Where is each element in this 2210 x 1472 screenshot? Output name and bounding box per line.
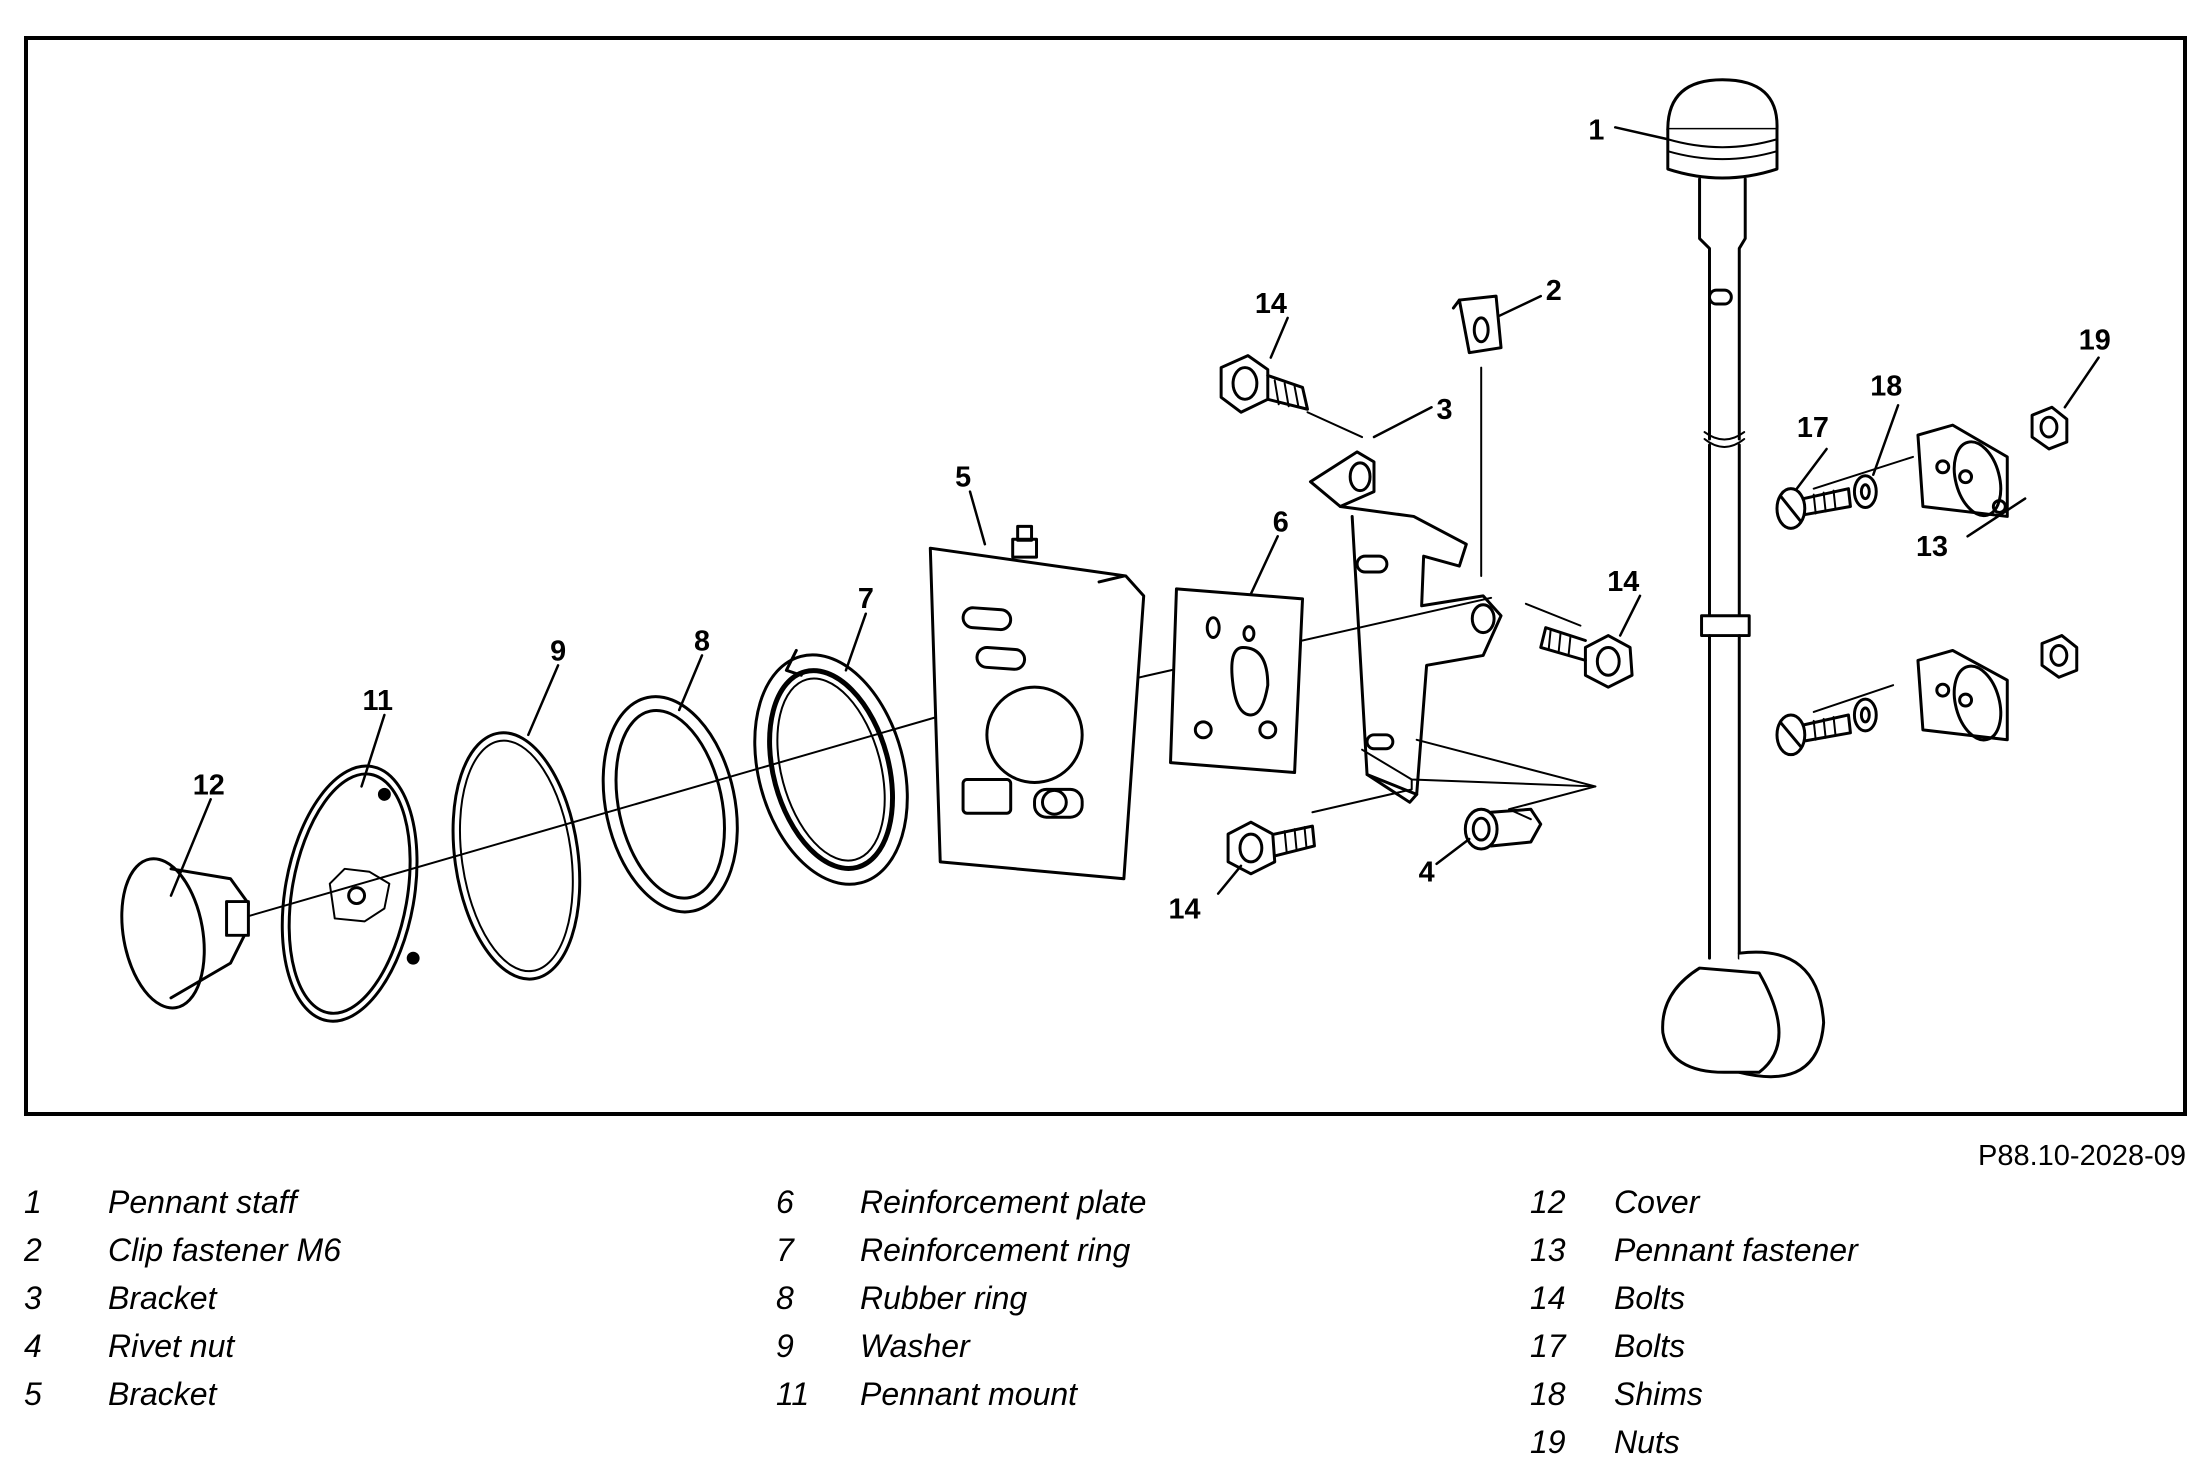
legend-label: Bracket (108, 1280, 217, 1316)
part-17-bolt-lower (1775, 713, 1852, 757)
part-19-nut-upper (2030, 405, 2069, 451)
part-11-pennant-mount (280, 764, 420, 1023)
legend-label: Bolts (1614, 1328, 1686, 1364)
legend-number: 5 (24, 1376, 42, 1412)
callout-7: 7 (858, 583, 874, 615)
callout-1: 1 (1588, 114, 1604, 146)
callout-11: 11 (363, 685, 393, 717)
callout-numbers: 1 2 3 4 5 6 7 8 9 11 12 13 14 14 14 17 1… (193, 114, 2111, 925)
legend-number: 8 (776, 1280, 794, 1316)
part-12-cover (120, 857, 250, 1010)
legend-label: Washer (860, 1328, 970, 1364)
legend-label: Reinforcement ring (860, 1232, 1131, 1268)
exploded-diagram-frame: 1 2 3 4 5 6 7 8 9 11 12 13 14 14 14 17 1… (24, 36, 2187, 1116)
callout-12: 12 (193, 769, 225, 801)
legend-label: Clip fastener M6 (108, 1232, 341, 1268)
legend-label: Pennant staff (108, 1184, 297, 1220)
callout-17: 17 (1797, 412, 1829, 444)
legend-number: 12 (1530, 1184, 1566, 1220)
part-14-bolt-right (1539, 626, 1634, 689)
legend-number: 13 (1530, 1232, 1566, 1268)
legend-number: 11 (776, 1376, 810, 1412)
part-14-bolt-lower (1226, 820, 1316, 876)
part-8-rubber-ring (601, 695, 739, 914)
legend-label: Rubber ring (860, 1280, 1028, 1316)
part-19-nut-lower (2040, 634, 2079, 679)
exploded-diagram: 1 2 3 4 5 6 7 8 9 11 12 13 14 14 14 17 1… (120, 78, 2111, 1079)
legend-number: 6 (776, 1184, 794, 1220)
part-18-shim-lower (1852, 697, 1878, 733)
callout-4: 4 (1419, 857, 1435, 889)
legend-label: Reinforcement plate (860, 1184, 1147, 1220)
part-13-pennant-fastener-lower (1916, 648, 2009, 742)
legend-number: 18 (1530, 1376, 1566, 1412)
part-1-pennant-staff (1661, 78, 1826, 1079)
figure-id: P88.10-2028-09 (1978, 1140, 2186, 1172)
part-4-rivet-nut (1463, 807, 1543, 851)
part-9-washer (451, 731, 582, 981)
part-7-reinforcement-ring (753, 648, 909, 886)
legend-number: 1 (24, 1184, 42, 1220)
callout-8: 8 (694, 625, 710, 657)
legend-label: Shims (1614, 1376, 1703, 1412)
part-18-shim-upper (1852, 474, 1878, 509)
legend-number: 7 (776, 1232, 794, 1268)
callout-3: 3 (1437, 394, 1453, 426)
part-17-bolt-upper (1775, 487, 1852, 530)
legend-number: 9 (776, 1328, 794, 1364)
part-5-bracket (928, 524, 1146, 881)
callout-13: 13 (1916, 531, 1948, 563)
legend-label: Rivet nut (108, 1328, 235, 1364)
legend-label: Bracket (108, 1376, 217, 1412)
legend-label: Nuts (1614, 1424, 1680, 1460)
legend-label: Pennant fastener (1614, 1232, 1858, 1268)
callout-14-right: 14 (1607, 566, 1639, 598)
leader-lines (169, 126, 2100, 897)
callout-5: 5 (955, 462, 971, 494)
legend-number: 2 (24, 1232, 42, 1268)
part-3-bracket (1308, 450, 1503, 804)
callout-14-top: 14 (1255, 288, 1287, 320)
part-14-bolt-top (1219, 354, 1309, 414)
legend-label: Pennant mount (860, 1376, 1078, 1412)
callout-18: 18 (1870, 370, 1902, 402)
legend-number: 3 (24, 1280, 42, 1316)
legend-number: 4 (24, 1328, 42, 1364)
callout-2: 2 (1546, 275, 1562, 307)
legend-number: 14 (1530, 1280, 1566, 1316)
legend-number: 17 (1530, 1328, 1566, 1364)
callout-19: 19 (2079, 325, 2111, 357)
legend-number: 19 (1530, 1424, 1566, 1460)
part-13-pennant-fastener-upper (1916, 423, 2009, 518)
part-6-reinforcement-plate (1169, 587, 1305, 775)
callout-6: 6 (1273, 506, 1289, 538)
callout-9: 9 (550, 635, 566, 667)
callout-14-lower: 14 (1169, 893, 1201, 925)
legend-label: Bolts (1614, 1280, 1686, 1316)
legend-label: Cover (1614, 1184, 1700, 1220)
part-2-clip-fastener (1451, 294, 1503, 355)
